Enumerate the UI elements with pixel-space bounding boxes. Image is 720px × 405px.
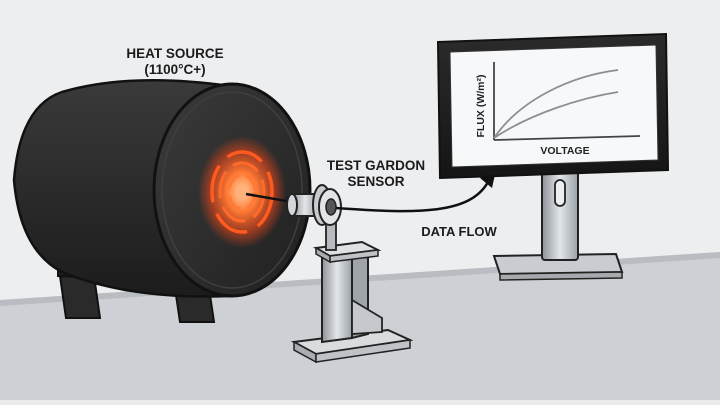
sensor-label: TEST GARDON SENSOR <box>318 158 434 190</box>
heat-source-temperature: (1100°C+) <box>144 62 206 77</box>
heat-source-furnace <box>12 78 312 323</box>
plot-curve-lower <box>493 91 619 139</box>
heat-source-label: HEAT SOURCE (1100°C+) <box>100 46 250 78</box>
sensor-label-line2: SENSOR <box>347 174 405 189</box>
flux-voltage-plot: FLUX (W/m²) VOLTAGE <box>475 62 641 157</box>
sensor-label-line1: TEST GARDON <box>326 158 426 173</box>
gardon-sensor-assembly <box>286 184 414 364</box>
gardon-sensor <box>286 184 342 226</box>
heat-glow <box>198 136 286 248</box>
heat-source-title: HEAT SOURCE <box>126 46 224 61</box>
monitor: FLUX (W/m²) VOLTAGE <box>436 32 670 281</box>
plot-x-label: VOLTAGE <box>540 145 589 157</box>
plot-curve-upper <box>493 69 619 139</box>
plot-x-axis <box>493 135 641 141</box>
plot-y-label: FLUX (W/m²) <box>475 75 487 138</box>
data-flow-label: DATA FLOW <box>421 224 497 239</box>
